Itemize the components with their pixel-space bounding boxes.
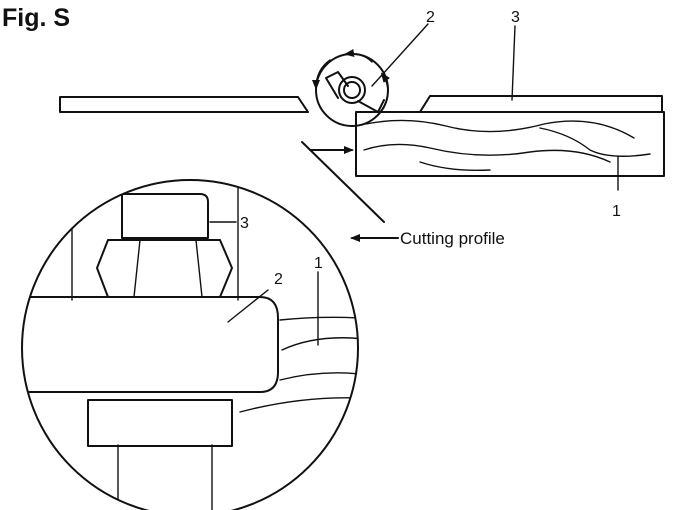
leader-cutter [372,24,428,86]
callout-top-wood: 1 [612,203,621,220]
callout-detail-blade: 3 [240,215,249,232]
cutting-profile-annotation: Cutting profile [352,229,505,248]
cutter-head [316,54,388,126]
callout-top-blade: 3 [511,9,520,26]
figure-title: Fig. S [2,4,70,32]
callout-detail-wood: 1 [314,255,323,272]
outfeed-table [420,96,662,112]
leader-detail-cutter [228,290,268,322]
cutting-profile-label: Cutting profile [400,229,505,248]
profile-marker [302,142,384,222]
leader-blade [512,26,515,100]
callout-top-cutter: 2 [426,9,435,26]
infeed-table [60,97,308,112]
callout-detail-cutter: 2 [274,271,283,288]
magnifier-detail [14,170,382,510]
